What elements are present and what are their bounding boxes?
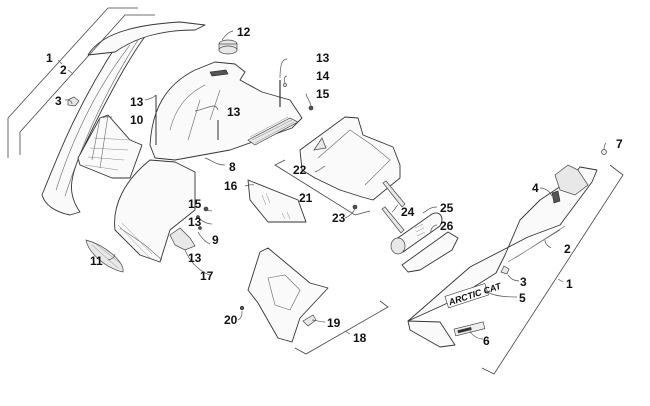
callout-25: 25	[440, 201, 454, 215]
callout-8: 8	[229, 160, 236, 174]
callout-21: 21	[299, 191, 313, 205]
callout-14: 14	[316, 69, 330, 83]
callout-16: 16	[224, 179, 238, 193]
callout-15-b: 15	[188, 197, 202, 211]
right-vent-part	[551, 190, 561, 204]
air-filter	[390, 212, 443, 255]
push-rivet-part	[601, 149, 607, 155]
callout-26: 26	[440, 219, 454, 233]
callout-15-a: 15	[316, 87, 330, 101]
callout-4: 4	[532, 181, 539, 195]
callout-5: 5	[519, 291, 526, 305]
screw-20-part	[239, 305, 245, 311]
callout-1-left: 1	[46, 51, 53, 65]
front-nose	[114, 159, 196, 263]
callout-9: 9	[212, 233, 219, 247]
callout-6: 6	[483, 334, 490, 348]
model-decal	[453, 321, 486, 337]
windshield	[247, 179, 307, 223]
callout-19: 19	[327, 316, 341, 330]
callout-13-a: 13	[130, 95, 144, 109]
callout-23: 23	[332, 211, 346, 225]
callout-2-left: 2	[60, 63, 67, 77]
callout-13-b: 13	[227, 105, 241, 119]
callout-7: 7	[616, 137, 623, 151]
callout-12: 12	[237, 25, 251, 39]
nut-part	[308, 105, 314, 111]
storage-tray	[299, 116, 401, 201]
callout-13-d: 13	[188, 215, 202, 229]
headlight-bracket	[239, 247, 329, 343]
left-side-panel	[41, 21, 206, 216]
callout-20: 20	[224, 313, 238, 327]
left-clip-part	[67, 96, 80, 107]
callout-2-right: 2	[564, 242, 571, 256]
bracket-18	[294, 300, 389, 355]
right-clip-part	[500, 265, 510, 275]
callout-22: 22	[293, 163, 307, 177]
bracket-2-left	[19, 14, 155, 155]
vent-grille	[77, 114, 143, 179]
callout-3-right: 3	[520, 275, 527, 289]
latch	[169, 206, 209, 251]
callout-18: 18	[353, 331, 367, 345]
callout-1-right: 1	[566, 277, 573, 291]
straps	[381, 180, 406, 234]
filter-bracket	[401, 231, 459, 273]
bracket-1-left	[7, 7, 138, 158]
hood	[149, 61, 303, 161]
bracket-1-right	[481, 164, 624, 375]
callout-13-e: 13	[188, 251, 202, 265]
bracket-insert-part	[302, 314, 317, 327]
callout-24: 24	[401, 205, 415, 219]
callout-11: 11	[90, 254, 103, 268]
grommet	[218, 39, 238, 55]
callouts: 1 2 3 10 12 13 13 13 13 13 14 15 15 8 16…	[46, 25, 623, 348]
right-side-panel	[407, 149, 607, 348]
washer-part	[283, 83, 287, 87]
leader-lines	[57, 30, 607, 340]
callout-10: 10	[130, 113, 144, 127]
callout-3-left: 3	[55, 94, 62, 108]
bracket-21	[274, 159, 371, 216]
callout-17: 17	[200, 269, 214, 283]
callout-13-c: 13	[316, 51, 330, 65]
